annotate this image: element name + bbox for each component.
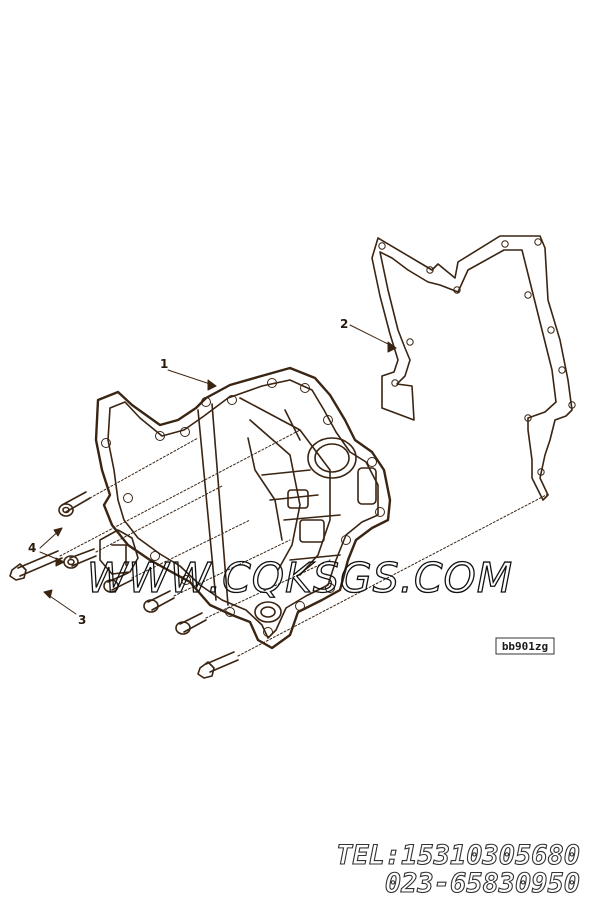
- watermark-text: WWW.CQKSGS.COM: [87, 554, 513, 602]
- reference-code-box: bb901zg: [495, 637, 555, 655]
- bolt-long: [197, 651, 239, 679]
- bolt-4a: [58, 491, 91, 517]
- bolt-3: [9, 550, 63, 581]
- bolts: [9, 491, 239, 679]
- callout-2: 2: [340, 317, 348, 331]
- alignment-lines: [59, 429, 549, 657]
- reference-code: bb901zg: [502, 640, 548, 653]
- contact-tel: TEL:15310305680: [336, 840, 580, 871]
- callout-1: 1: [160, 357, 168, 371]
- gear-housing-cover: [94, 366, 392, 650]
- leader-lines: [39, 324, 397, 615]
- bolt-4e: [175, 612, 207, 635]
- contact-phone: 023-65830950: [385, 868, 580, 899]
- bolt-4d: [143, 590, 175, 613]
- bolt-4c: [103, 572, 133, 593]
- callout-4: 4: [28, 541, 36, 555]
- callout-3: 3: [78, 613, 86, 627]
- gasket: [371, 235, 576, 501]
